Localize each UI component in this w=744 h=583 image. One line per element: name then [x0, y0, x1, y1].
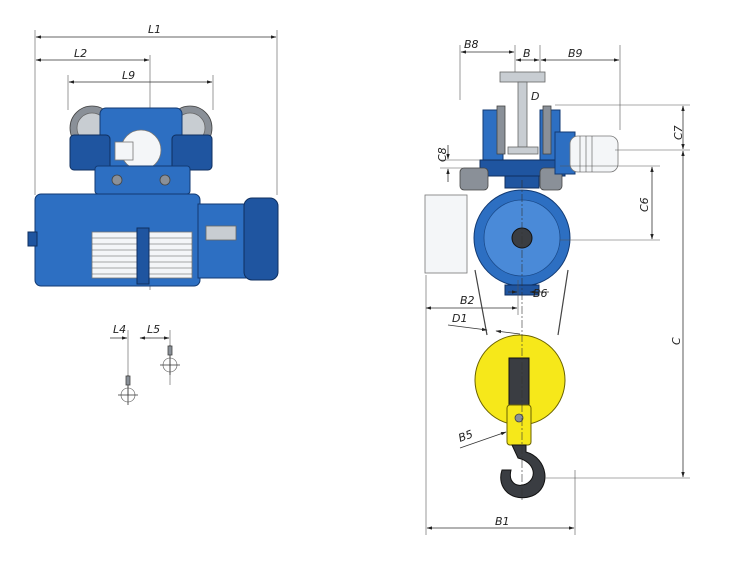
- drum-side: [424, 175, 571, 296]
- front-view: L1 L2 L9: [27, 23, 279, 405]
- dim-L2: L2: [74, 47, 87, 60]
- dim-C: C: [670, 337, 683, 345]
- rail-beam: [499, 71, 546, 155]
- trolley: [69, 105, 213, 195]
- dim-C7: C7: [672, 125, 685, 140]
- dim-B8: B8: [464, 38, 479, 51]
- dim-B5: B5: [457, 428, 475, 445]
- hook-block: [474, 334, 566, 446]
- rope-left: [474, 269, 488, 336]
- dim-L4: L4: [113, 323, 126, 336]
- dim-B2: B2: [460, 294, 475, 307]
- motor: [197, 197, 279, 281]
- dim-D: D: [531, 90, 539, 103]
- drum-housing: [27, 193, 201, 287]
- dim-C6: C6: [638, 197, 651, 212]
- dim-B: B: [523, 47, 531, 60]
- trolley-side: [459, 105, 619, 191]
- dim-C8: C8: [436, 147, 449, 162]
- dim-L9: L9: [122, 69, 135, 82]
- dim-L1: L1: [148, 23, 161, 36]
- rope-right: [557, 269, 569, 336]
- dim-B6: B6: [533, 287, 548, 300]
- dim-B9: B9: [568, 47, 583, 60]
- side-view: B8 B B9 D: [424, 38, 690, 535]
- hook-symbol-left: [118, 375, 138, 405]
- dim-B1: B1: [495, 515, 510, 528]
- dim-D1: D1: [452, 312, 467, 325]
- dim-L5: L5: [147, 323, 160, 336]
- hook-symbol-right: [160, 345, 180, 375]
- hook: [500, 444, 546, 499]
